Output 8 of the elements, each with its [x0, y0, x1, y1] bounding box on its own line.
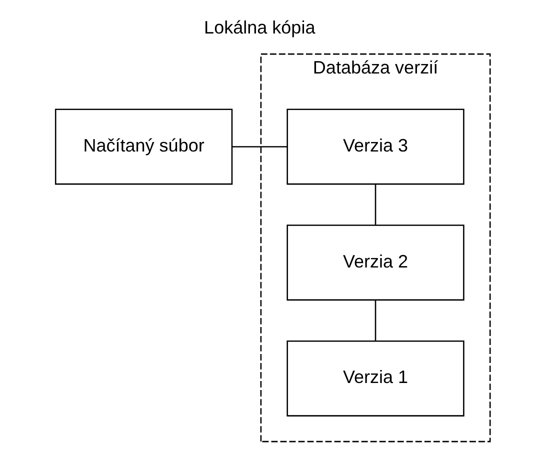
node-box: Verzia 3 — [286, 108, 464, 184]
node-box: Verzia 2 — [286, 224, 464, 300]
label: Lokálna kópia — [204, 17, 316, 38]
connector — [374, 184, 376, 224]
node-box: Verzia 1 — [286, 340, 464, 416]
connector — [374, 300, 376, 340]
connector — [232, 146, 287, 147]
node-box: Načítaný súbor — [54, 108, 233, 184]
